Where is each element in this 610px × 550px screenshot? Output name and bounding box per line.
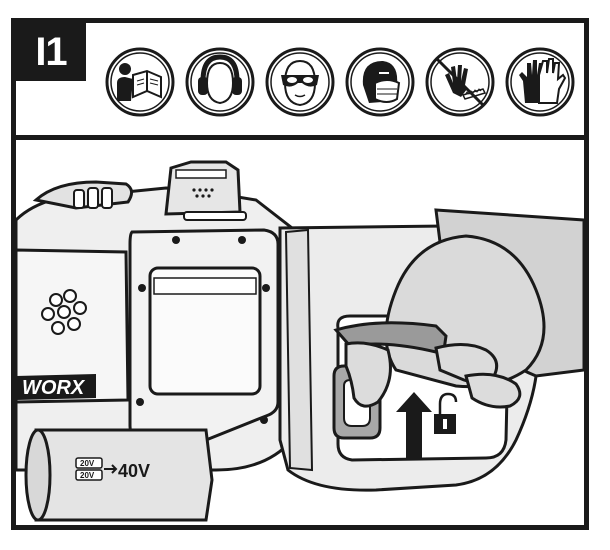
push-up-arrow-icon (396, 392, 432, 458)
ear-protection-icon (183, 45, 257, 119)
illustration: WORX 20V 20V 40V (16, 140, 584, 525)
read-manual-icon (103, 45, 177, 119)
operator-hand (333, 208, 584, 409)
safety-header: I1 (16, 23, 584, 140)
battery-label-top: 20V (80, 459, 95, 468)
gloves-icon (503, 45, 577, 119)
step-label: I1 (16, 23, 86, 81)
unlock-icon (434, 392, 458, 434)
battery-total-label: 40V (118, 461, 150, 481)
instruction-panel: I1 (11, 18, 589, 530)
eye-protection-icon (263, 45, 337, 119)
safety-icons (103, 45, 583, 117)
brand-logo: WORX (22, 377, 86, 399)
dust-mask-icon (343, 45, 417, 119)
hedge-trimmer-body: WORX 20V 20V 40V (16, 160, 294, 522)
battery-label-bottom: 20V (80, 471, 95, 480)
no-hands-near-blade-icon (423, 45, 497, 119)
